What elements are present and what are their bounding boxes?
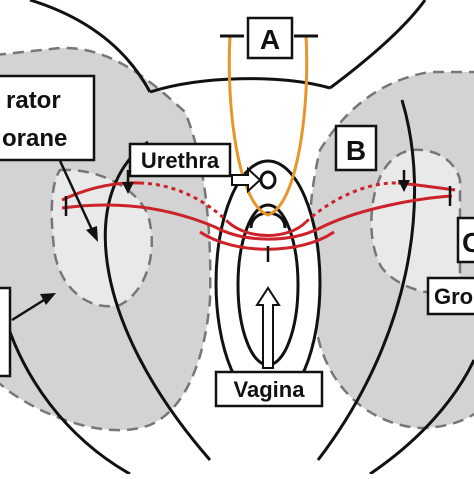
right-inner-foramen: [370, 148, 462, 295]
box-c-label: C: [462, 227, 474, 258]
obturator-arrow-1-shaft: [53, 149, 95, 233]
box-a-frame: [246, 16, 294, 60]
urethra-pointer-arrow: [231, 166, 262, 194]
obturator-label-line1: rator: [6, 87, 61, 114]
retropubic-trocar-solid: [227, 35, 309, 217]
vaginal-opening-arc: [249, 211, 287, 229]
right-arrow-b-head: [398, 180, 410, 192]
groin-label-frame: [426, 276, 474, 316]
vagina-pointer-arrow: [255, 286, 281, 369]
right-ischiopubic-ramus: [316, 99, 416, 461]
box-a-label: A: [260, 24, 280, 55]
left-ischiopubic-ramus: [103, 140, 212, 461]
obturator-membrane-label-frame: [0, 74, 96, 162]
obturator-arrow-1-head: [86, 226, 98, 242]
urethra-label-frame: [128, 142, 232, 178]
obturator-label-line2: orane: [2, 125, 67, 152]
groin-label: Gro: [434, 284, 473, 309]
vagina-label-frame: [214, 370, 324, 408]
left-thigh-outline: [29, 0, 152, 93]
sling-path-upper-dotted-left: [139, 181, 230, 224]
right-thigh-outline: [329, 0, 427, 90]
urethra-label: Urethra: [141, 148, 220, 173]
box-c-frame: [456, 216, 474, 264]
right-thigh-arrow-left-head: [122, 182, 134, 194]
urethral-meatus: [259, 170, 277, 190]
box-b-frame: [334, 124, 378, 172]
box-b-label: B: [346, 135, 366, 166]
sling-path-upper-dotted-right: [304, 181, 399, 224]
sling-path-upper-center: [226, 220, 308, 237]
vagina-label: Vagina: [234, 377, 306, 402]
perineum-top-outline: [149, 77, 331, 94]
sling-path-middle: [61, 194, 453, 241]
right-buttock-outline: [369, 359, 474, 476]
left-partial-label-frame: [0, 286, 12, 378]
lower-left-arrow-shaft: [11, 298, 45, 322]
lower-left-arrow-head: [40, 293, 56, 305]
